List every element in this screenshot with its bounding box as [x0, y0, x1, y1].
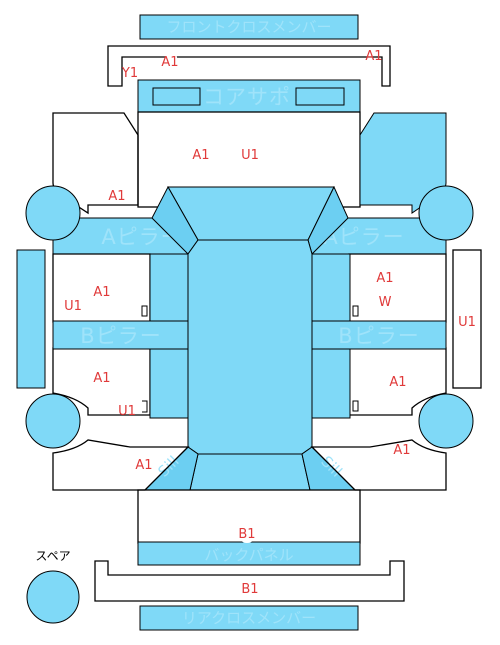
wheel-front-right[interactable]: [418, 185, 474, 241]
back-panel-label: バックパネル: [204, 546, 293, 564]
rear-bumper[interactable]: [94, 560, 405, 602]
front-bumper-marker: [165, 52, 177, 64]
code-hood-u: U1: [241, 148, 259, 163]
spare-label: スペア: [35, 549, 70, 563]
core-support-label: コアサポ: [203, 85, 291, 109]
left-rear-door-handle: [142, 400, 148, 413]
right-front-door-handle: [352, 305, 359, 317]
code-right-rear-fender-a: A1: [393, 443, 410, 458]
b-pillar-left-label: Bピラー: [80, 324, 161, 348]
code-hood-a: A1: [192, 148, 209, 163]
code-right-front-door-w: W: [379, 295, 392, 310]
b-pillar-right-label: Bピラー: [338, 324, 419, 348]
rear-cross-member[interactable]: [139, 605, 359, 631]
code-left-rear-door-u: U1: [118, 404, 136, 419]
code-right-front-door-a: A1: [376, 271, 393, 286]
left-rear-door[interactable]: [52, 347, 151, 416]
right-rear-fender[interactable]: [310, 439, 447, 491]
front-bumper[interactable]: [107, 45, 391, 87]
left-side-panel[interactable]: [16, 249, 46, 389]
left-rear-fender[interactable]: [52, 439, 190, 491]
code-front-member-left: A1: [161, 55, 178, 70]
right-side-panel[interactable]: [452, 249, 482, 389]
b-pillar-left[interactable]: [52, 320, 191, 350]
code-right-side-u: U1: [458, 315, 476, 330]
code-rear-bumper-b: B1: [241, 582, 258, 597]
code-left-rear-door-a: A1: [93, 371, 110, 386]
code-left-front-door-u: U1: [64, 299, 82, 314]
code-front-member-y: Y1: [121, 66, 138, 81]
right-front-door[interactable]: [348, 253, 447, 323]
wheel-front-left[interactable]: [25, 185, 81, 241]
code-right-rear-door-a: A1: [389, 375, 406, 390]
rear-cross-member-label: リアクロスメンバー: [182, 609, 316, 627]
code-left-front-door-a: A1: [93, 285, 110, 300]
spare-tire[interactable]: [26, 570, 80, 624]
back-panel-marker: [238, 525, 256, 543]
front-cross-member-label: フロントクロスメンバー: [166, 18, 331, 36]
code-left-rear-fender-a: A1: [135, 458, 152, 473]
b-pillar-right[interactable]: [309, 320, 447, 350]
rear-window[interactable]: [189, 453, 311, 491]
headlight-left[interactable]: [152, 87, 201, 106]
front-cross-member[interactable]: [139, 14, 359, 40]
wheel-rear-right[interactable]: [418, 393, 474, 449]
left-front-door-handle: [141, 305, 148, 317]
code-front-fender-left: A1: [108, 189, 125, 204]
wheel-rear-left[interactable]: [25, 393, 81, 449]
headlight-right[interactable]: [295, 87, 345, 106]
right-rear-door-handle: [352, 400, 359, 412]
right-rear-door[interactable]: [348, 347, 447, 416]
roof-panel[interactable]: [187, 239, 313, 455]
code-front-member-right: A1: [365, 49, 382, 64]
code-back-panel-b: B1: [238, 527, 255, 542]
